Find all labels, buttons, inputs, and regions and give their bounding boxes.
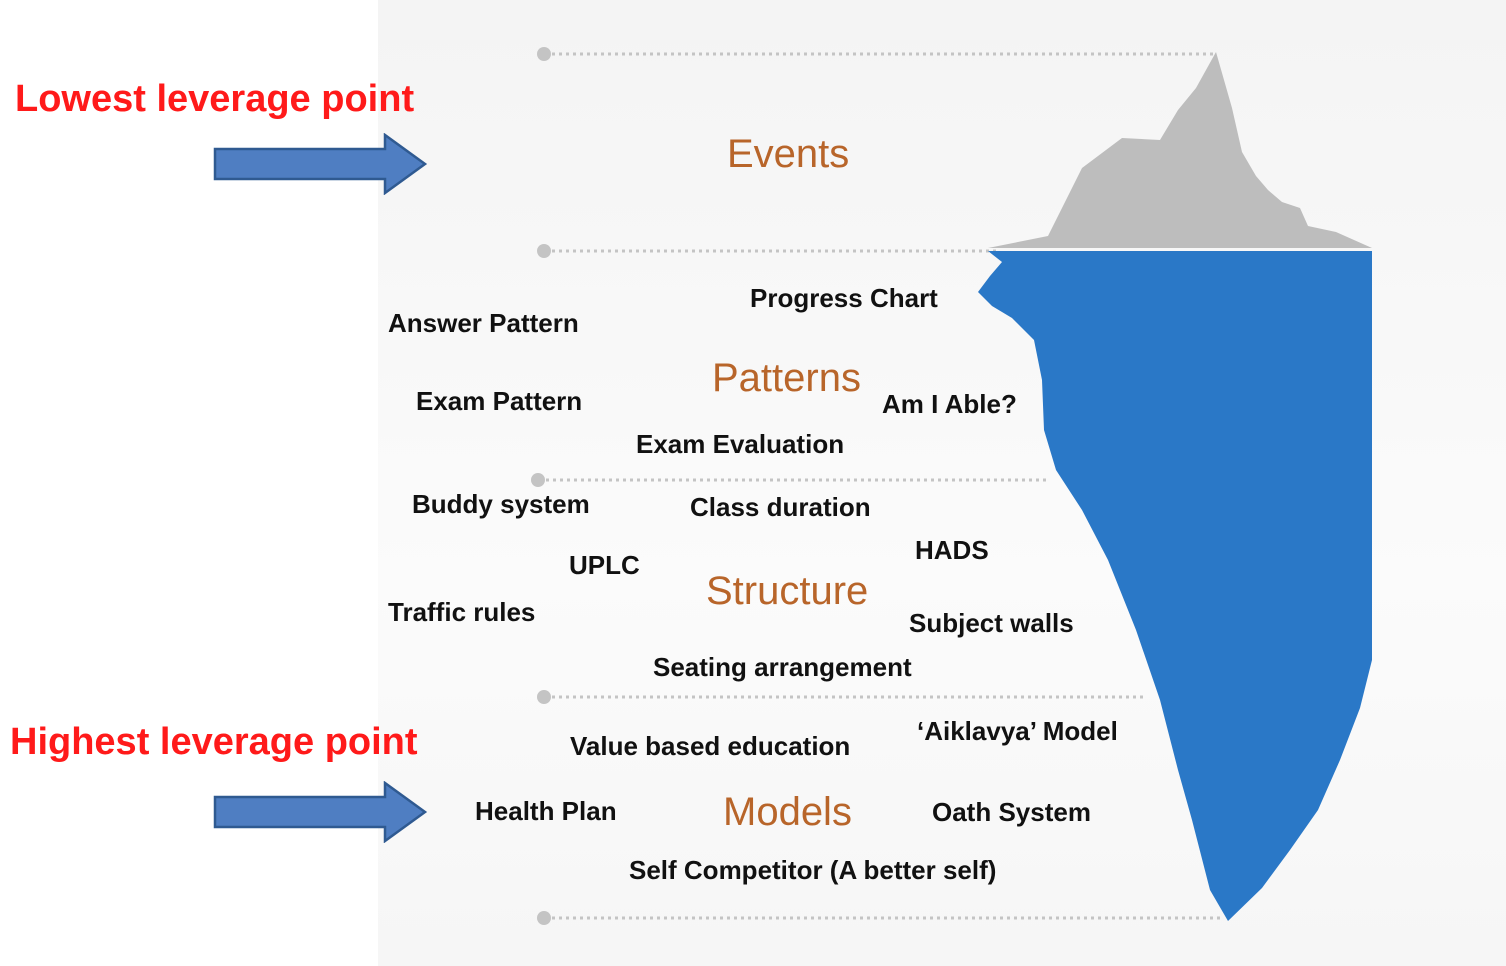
item-value-based-education: Value based education (570, 731, 851, 761)
level-dot-events (537, 244, 551, 258)
level-title-events: Events (727, 132, 850, 176)
item-self-competitor: Self Competitor (A better self) (629, 855, 997, 885)
item-progress-chart: Progress Chart (750, 283, 938, 313)
item-uplc: UPLC (569, 550, 640, 580)
arrow-right-icon (213, 133, 428, 195)
level-dot-structure (537, 690, 551, 704)
item-seating-arrangement: Seating arrangement (653, 652, 912, 682)
item-exam-pattern: Exam Pattern (416, 386, 583, 416)
item-oath-system: Oath System (932, 797, 1091, 827)
lowest-leverage-label: Lowest leverage point (15, 78, 415, 120)
item-aiklavya-model: ‘Aiklavya’ Model (917, 716, 1118, 746)
item-exam-evaluation: Exam Evaluation (636, 429, 845, 459)
item-am-i-able: Am I Able? (882, 389, 1017, 419)
arrow-right-icon (213, 781, 428, 843)
level-dot-bottom (537, 911, 551, 925)
highest-leverage-label: Highest leverage point (10, 721, 418, 763)
item-buddy-system: Buddy system (412, 489, 590, 519)
level-dot-patterns (531, 473, 545, 487)
iceberg-tip (988, 52, 1372, 248)
level-lines (531, 47, 1222, 925)
iceberg-body (978, 251, 1372, 921)
item-health-plan: Health Plan (475, 796, 617, 826)
item-class-duration: Class duration (690, 492, 871, 522)
item-subject-walls: Subject walls (909, 608, 1074, 638)
item-traffic-rules: Traffic rules (388, 597, 536, 627)
level-title-patterns: Patterns (712, 356, 861, 400)
item-answer-pattern: Answer Pattern (388, 308, 579, 338)
level-title-structure: Structure (706, 569, 869, 613)
level-dot-top (537, 47, 551, 61)
item-hads: HADS (915, 535, 989, 565)
level-title-models: Models (723, 790, 852, 834)
